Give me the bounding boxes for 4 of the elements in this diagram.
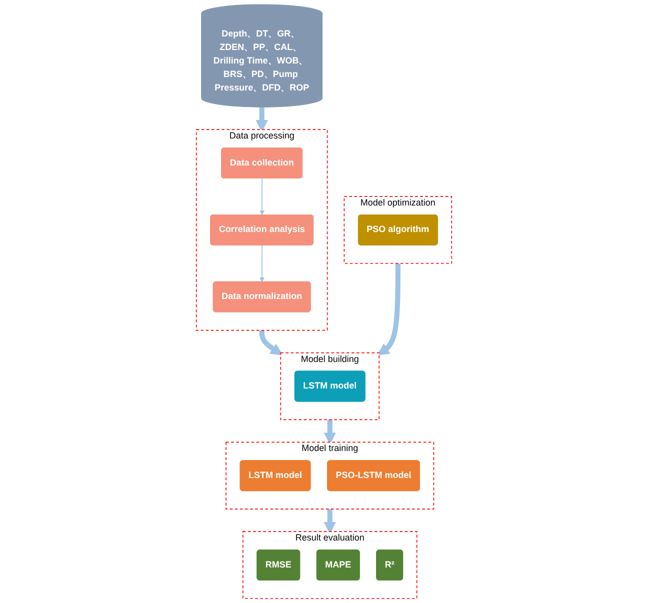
arrow [260, 244, 265, 282]
block-arrow [376, 263, 400, 356]
arrow [260, 178, 265, 216]
block-arrow [259, 330, 283, 356]
